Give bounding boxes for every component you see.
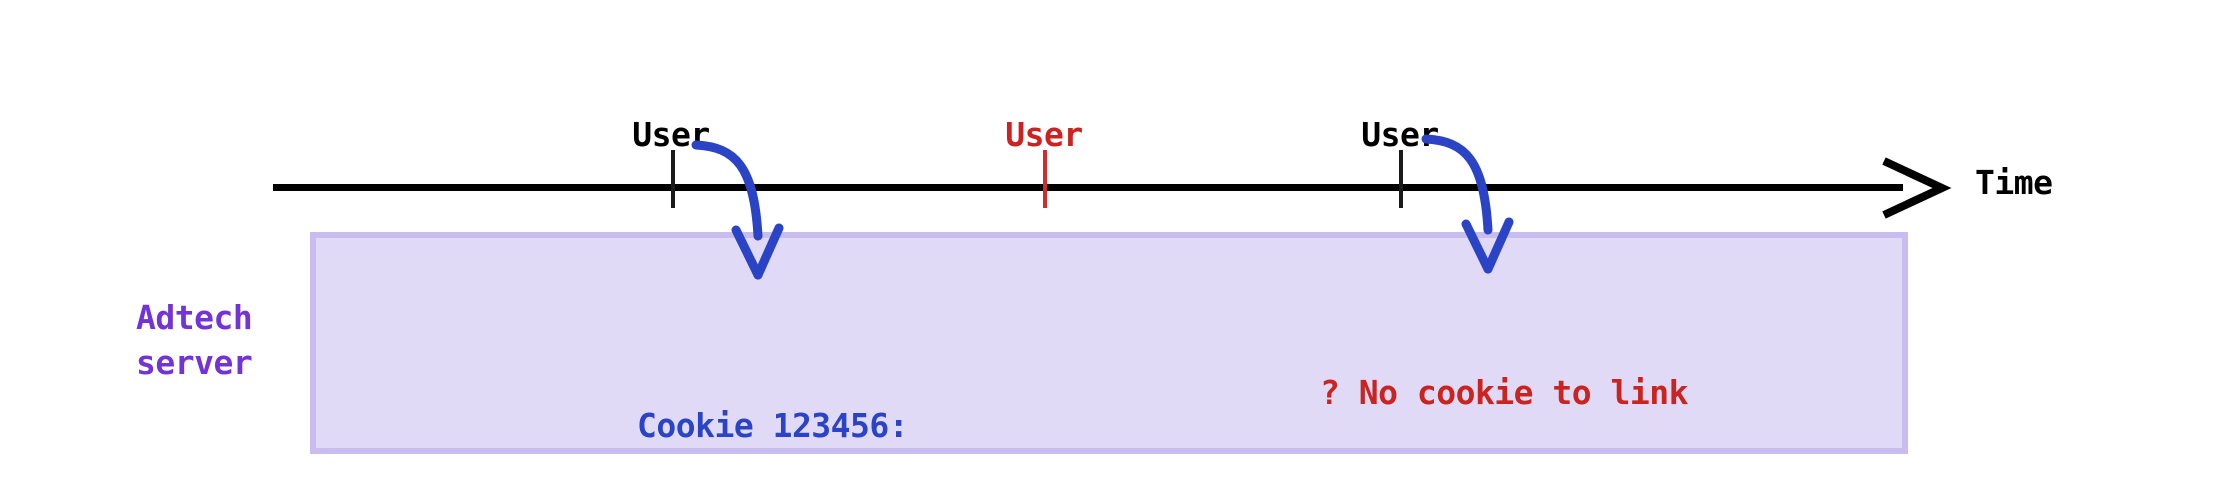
timeline-arrowhead-icon	[1882, 157, 1952, 219]
adtech-server-lane	[310, 232, 1908, 454]
adtech-server-label-line1: Adtech	[136, 298, 253, 337]
adtech-server-label-line2: server	[136, 343, 253, 382]
timeline-axis	[273, 184, 1903, 191]
tick-mark-click	[671, 150, 675, 208]
event-label-convert-line1: User	[1361, 115, 1439, 154]
note-no-conversion: ? No cookie to link this conversion to ⇒…	[1320, 280, 1689, 498]
arrow-convert-to-note-icon	[1421, 134, 1514, 274]
adtech-server-label: Adtech server	[136, 295, 253, 385]
tick-mark-clear	[1043, 150, 1047, 208]
arrow-click-to-note-icon	[691, 140, 784, 280]
note-no-conversion-line1: ? No cookie to link	[1320, 373, 1689, 412]
event-label-clear-line1: User	[1005, 115, 1083, 154]
axis-label-time: Time	[1975, 163, 2053, 202]
note-ad-clicked-line1: Cookie 123456:	[637, 406, 909, 445]
note-ad-clicked: Cookie 123456: Ad clicked	[637, 313, 909, 498]
tick-mark-convert	[1399, 150, 1403, 208]
